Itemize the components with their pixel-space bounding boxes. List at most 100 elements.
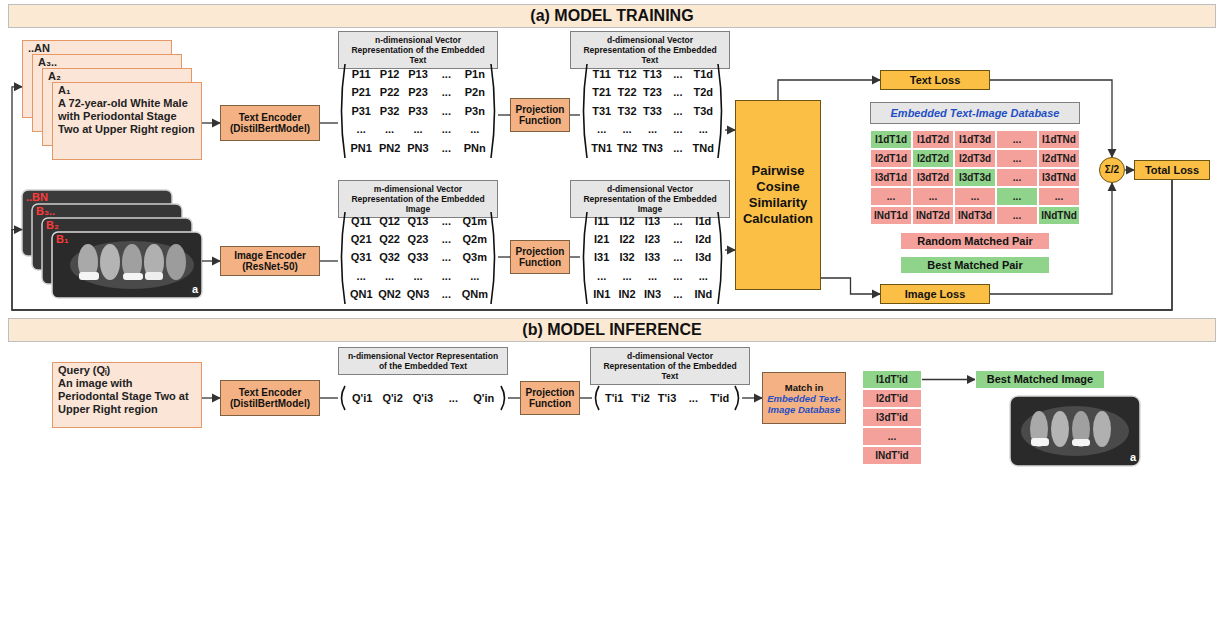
node-text: ... xyxy=(1013,172,1021,184)
xray-frame xyxy=(52,232,202,298)
node-text: Q11 xyxy=(351,215,371,228)
node-text: ... xyxy=(442,215,451,228)
node-text: ... xyxy=(442,123,451,136)
projection-box: Projection Function xyxy=(510,98,570,132)
text-holder: ... xyxy=(1039,188,1079,205)
node-text: ... xyxy=(648,270,657,283)
text-holder: B₃.. xyxy=(32,204,182,270)
similarity-cell: I3dT2d xyxy=(912,168,954,187)
node-text: INdT2d xyxy=(916,210,950,222)
similarity-cell: ... xyxy=(996,206,1038,225)
node-text: Embedded Text-Image Database xyxy=(767,393,841,415)
node-text: ... xyxy=(442,86,451,99)
similarity-cell: ... xyxy=(912,187,954,206)
bracket xyxy=(718,64,722,158)
node-text: ... xyxy=(1013,153,1021,165)
text-holder: Pairwise Cosine Similarity Calculation xyxy=(736,101,820,289)
text-holder: I1dT'id xyxy=(863,371,921,388)
node-text: ... xyxy=(929,191,937,203)
node-text: Query (Qᵢ) xyxy=(58,364,110,377)
result-label: Best Matched Image xyxy=(975,370,1105,389)
connector xyxy=(725,249,735,250)
node-text: a xyxy=(1130,451,1136,464)
connector xyxy=(498,114,510,115)
xray-image: ..BN xyxy=(22,190,172,256)
node-text: T12 xyxy=(618,68,637,81)
tooth xyxy=(1030,411,1048,447)
node-text: ... xyxy=(442,251,451,264)
xray-bone xyxy=(70,241,194,289)
bracket xyxy=(342,386,346,410)
text-holder: I1dTNd xyxy=(1039,131,1079,148)
filling xyxy=(1072,439,1090,446)
filling xyxy=(79,272,99,280)
text-holder: Best Matched Image xyxy=(976,371,1104,388)
tooth xyxy=(1093,411,1111,447)
node-text: ... xyxy=(888,431,896,443)
loss-box: Image Loss xyxy=(880,284,990,304)
encoder-box: Text Encoder (DistilBertModel) xyxy=(220,105,320,141)
text-holder: (b) MODEL INFERENCE xyxy=(9,319,1215,341)
text-holder: ... xyxy=(997,131,1037,148)
similarity-cell: ... xyxy=(870,187,912,206)
node-text: PN2 xyxy=(379,142,400,155)
connector xyxy=(1125,169,1134,170)
node-text: T23 xyxy=(643,86,662,99)
node-text: ... xyxy=(971,191,979,203)
text-holder: I3dT2d xyxy=(913,169,953,186)
node-text: T31 xyxy=(592,105,611,118)
connector xyxy=(508,397,520,398)
text-holder: Embedded Text-Image Database xyxy=(871,103,1079,123)
node-text: I12 xyxy=(619,215,634,228)
text-holder: ... xyxy=(997,150,1037,167)
text-holder: Text Encoder (DistilBertModel) xyxy=(221,106,319,140)
node-text: I3dT3d xyxy=(959,172,991,184)
similarity-cell: I1dT3d xyxy=(954,130,996,149)
projection-box: Projection Function xyxy=(520,381,580,415)
node-text: Projection Function xyxy=(513,104,567,127)
node-text: Q3m xyxy=(463,251,487,264)
connector xyxy=(12,180,1172,310)
vector-matrix: T11T12T13...T1dT21T22T23...T2dT31T32T33.… xyxy=(580,62,725,160)
node-text: T32 xyxy=(618,105,637,118)
node-text: ... xyxy=(623,123,632,136)
connector xyxy=(320,122,338,123)
node-text: ... xyxy=(357,123,366,136)
connector xyxy=(821,278,880,294)
text-holder: I2dT1d xyxy=(871,150,911,167)
node-text: ... xyxy=(673,86,682,99)
node-text: IN3 xyxy=(644,288,661,301)
node-text: ... xyxy=(1013,210,1021,222)
node-text: I2dTNd xyxy=(1042,153,1076,165)
connector xyxy=(202,260,220,261)
node-text: An image with Periodontal Stage Two at U… xyxy=(58,377,196,416)
similarity-cell: INdT3d xyxy=(954,206,996,225)
node-text: ... xyxy=(442,68,451,81)
node-text: Q'i1 xyxy=(352,392,372,405)
node-text: ... xyxy=(442,105,451,118)
text-holder: ... xyxy=(997,169,1037,186)
similarity-cell: ... xyxy=(954,187,996,206)
legend-swatch: Best Matched Pair xyxy=(900,256,1050,274)
node-text: T2d xyxy=(694,86,714,99)
node-text: I23 xyxy=(645,233,660,246)
node-text: Q22 xyxy=(379,233,400,246)
node-text: ... xyxy=(597,270,606,283)
node-text: ... xyxy=(673,251,682,264)
text-holder: A₁A 72-year-old White Male with Periodon… xyxy=(53,83,201,159)
node-text: ... xyxy=(887,191,895,203)
node-text: A 72-year-old White Male with Periodonta… xyxy=(58,97,196,136)
node-text: T22 xyxy=(618,86,637,99)
node-text: I2dT2d xyxy=(917,153,949,165)
node-text: ... xyxy=(673,142,682,155)
node-text: ... xyxy=(1055,191,1063,203)
text-holder: INdTNd xyxy=(1039,207,1079,224)
node-text: Embedded Text-Image Database xyxy=(891,107,1060,120)
text-holder: Total Loss xyxy=(1135,161,1209,179)
similarity-box: Pairwise Cosine Similarity Calculation xyxy=(735,100,821,290)
connector xyxy=(922,379,975,380)
node-text: (b) MODEL INFERENCE xyxy=(522,321,701,339)
node-text: I2dT'id xyxy=(876,393,908,405)
text-holder: n-dimensional Vector Representation of t… xyxy=(339,32,497,68)
